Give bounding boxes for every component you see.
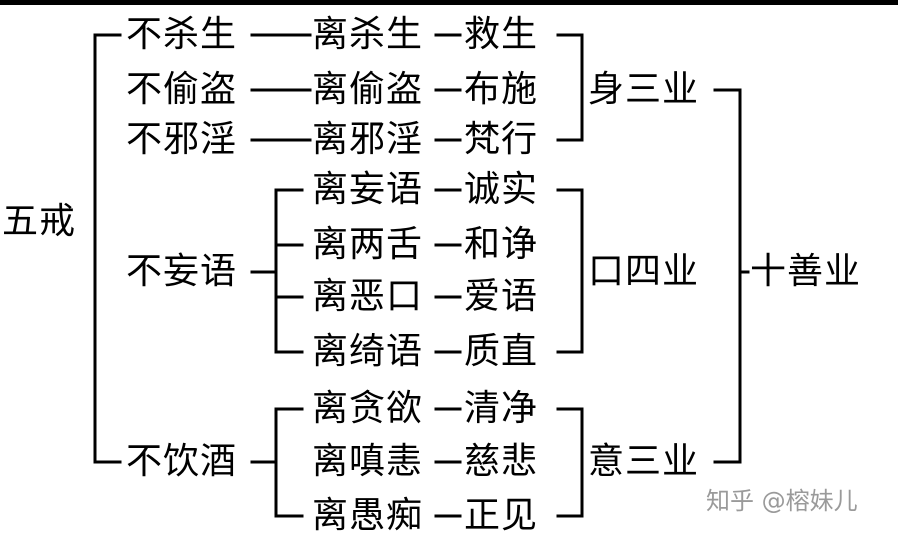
avoid-label: 离邪淫 [312,119,424,160]
avoid-label: 离嗔恚 [312,441,424,482]
avoid-label: 离偷盗 [312,69,424,110]
avoid-label: 离妄语 [312,169,424,210]
root-label: 五戒 [2,201,77,242]
mind-group-bracket [556,407,584,518]
root-bracket [93,33,122,464]
avoid-label: 离愚痴 [312,495,424,536]
watermark: 知乎 @榕妹儿 [706,487,858,515]
precept-label: 不邪淫 [126,119,238,160]
virtue-label: 慈悲 [464,441,539,482]
karma-group-label: 身三业 [588,69,700,110]
body-group-bracket [556,33,584,142]
karma-group-label: 口四业 [588,251,700,292]
precept-label: 不偷盗 [126,69,238,110]
virtue-label: 梵行 [464,119,539,160]
speech-group-bracket [556,188,584,354]
avoid-label: 离两舌 [312,224,424,265]
top-border-bar [0,0,898,5]
total-bracket [713,88,742,464]
virtue-label: 清净 [464,388,539,429]
total-label: 十善业 [750,251,862,292]
avoid-label: 离恶口 [312,276,424,317]
speech-bracket [274,188,304,354]
avoid-label: 离杀生 [312,14,424,55]
virtue-label: 正见 [464,495,539,536]
karma-group-label: 意三业 [588,441,700,482]
precept-label: 不妄语 [126,251,238,292]
avoid-label: 离贪欲 [312,388,424,429]
virtue-label: 诚实 [464,169,539,210]
virtue-label: 质直 [464,331,539,372]
virtue-label: 爱语 [464,276,539,317]
virtue-label: 救生 [464,14,539,55]
mind-bracket [274,407,304,518]
precept-label: 不杀生 [126,14,238,55]
precept-label: 不饮酒 [126,441,238,482]
avoid-label: 离绮语 [312,331,424,372]
virtue-label: 布施 [464,69,539,110]
virtue-label: 和诤 [464,224,539,265]
